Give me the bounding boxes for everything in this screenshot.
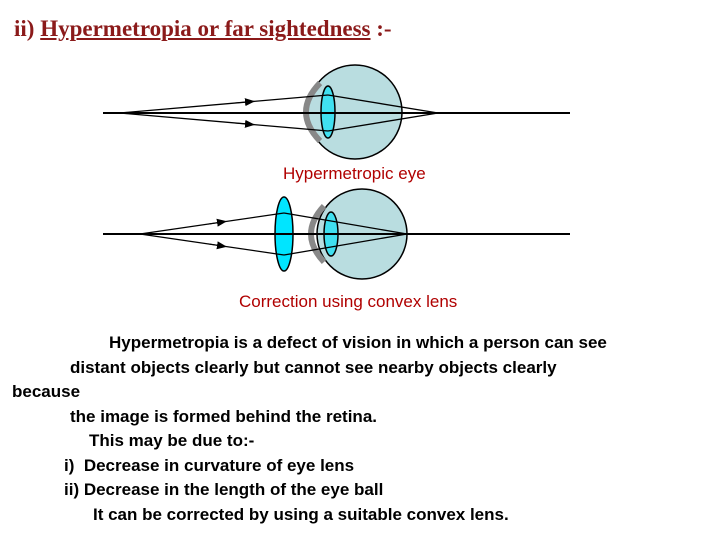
text-line-7: ii) Decrease in the length of the eye ba… <box>12 478 712 503</box>
ray-1a <box>120 95 328 113</box>
arrow-1b <box>235 123 250 124</box>
arrow-2b <box>208 244 222 246</box>
correction-caption: Correction using convex lens <box>239 292 457 312</box>
text-line-4: the image is formed behind the retina. <box>12 405 712 430</box>
arrow-2a <box>208 222 222 224</box>
hypermetropic-eye-diagram <box>103 65 570 159</box>
ray-1b <box>120 113 328 131</box>
text-line-6: i) Decrease in curvature of eye lens <box>12 454 712 479</box>
text-line-5: This may be due to:- <box>12 429 712 454</box>
corrected-eye-diagram <box>103 189 570 279</box>
text-line-8: It can be corrected by using a suitable … <box>12 503 712 528</box>
arrow-1a <box>235 102 250 103</box>
text-line-3: because <box>12 380 712 405</box>
hypermetropic-eye-caption: Hypermetropic eye <box>283 164 426 184</box>
explanation-text: Hypermetropia is a defect of vision in w… <box>12 331 712 527</box>
text-line-1: Hypermetropia is a defect of vision in w… <box>12 331 712 356</box>
text-line-2: distant objects clearly but cannot see n… <box>12 356 712 381</box>
